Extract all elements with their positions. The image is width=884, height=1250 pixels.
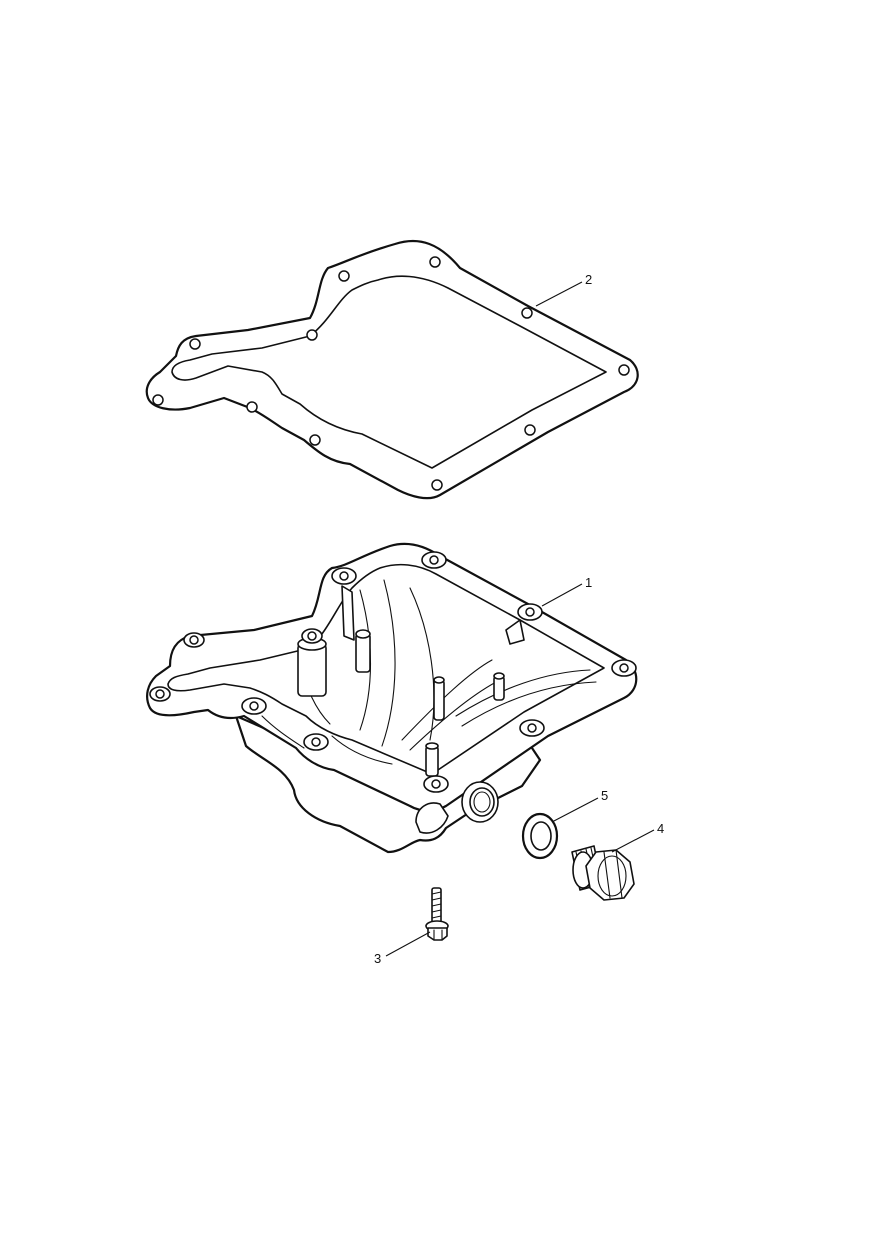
sealing-washer-part: [521, 812, 559, 860]
callout-2-label: 2: [585, 272, 592, 287]
callout-3-label: 3: [374, 951, 381, 966]
callout-4-label: 4: [657, 821, 664, 836]
callout-4-leader: [611, 829, 655, 853]
callout-1-leader: [541, 583, 583, 607]
callout-5-leader: [551, 797, 599, 823]
oil-pan-part: [146, 542, 638, 854]
bolt-part: [425, 887, 449, 941]
callout-3-leader: [385, 931, 431, 957]
callout-2-leader: [535, 281, 583, 307]
callout-1-label: 1: [585, 575, 592, 590]
callout-5-label: 5: [601, 788, 608, 803]
drain-plug-part: [571, 845, 635, 901]
gasket-part: [145, 239, 639, 500]
